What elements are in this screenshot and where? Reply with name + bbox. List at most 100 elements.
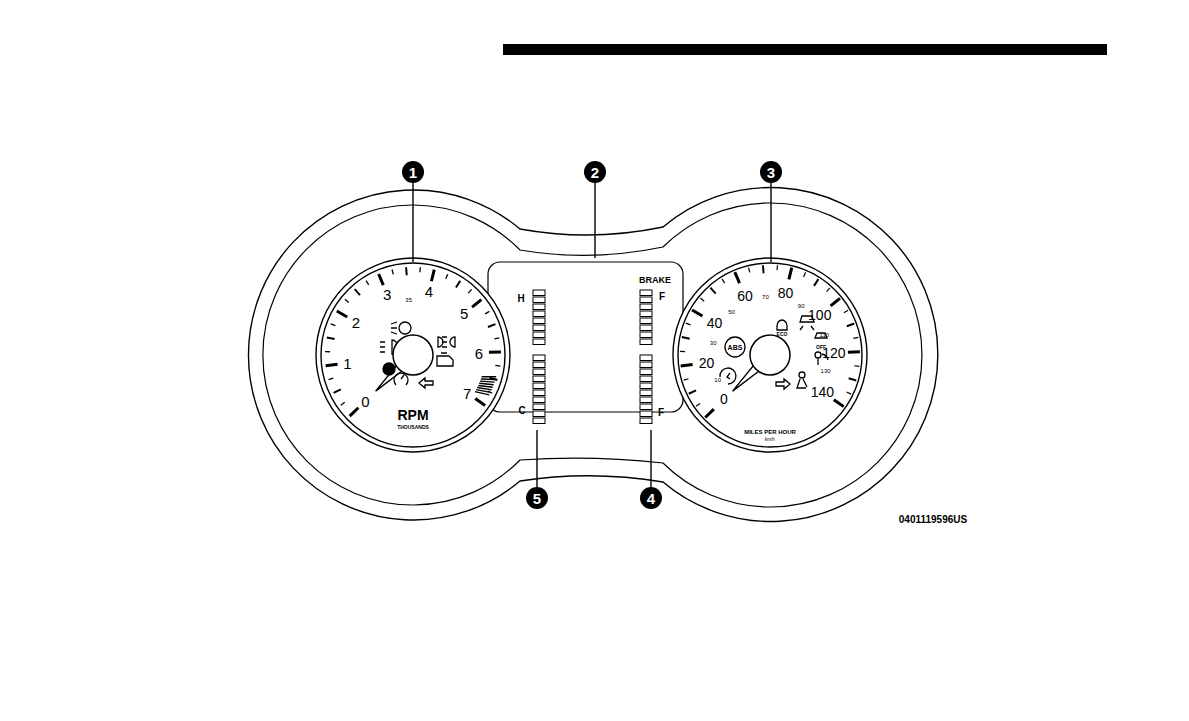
abs-icon-text: ABS [728, 344, 743, 351]
callout-number: 1 [409, 165, 417, 180]
bar-segment [640, 318, 652, 324]
gauge-ticks [325, 265, 860, 417]
temp-mark: C [518, 406, 525, 416]
bar-segment [533, 418, 545, 424]
center-display [488, 262, 683, 412]
tach-tick [327, 337, 335, 339]
speed-tick [749, 268, 750, 273]
tach-tick [392, 270, 393, 275]
bar-segment [533, 304, 545, 310]
tach-tick [334, 389, 341, 392]
speed-tick [854, 365, 859, 367]
bar-segment [533, 325, 545, 331]
redline-hatch [480, 380, 495, 382]
bar-segment [640, 355, 652, 361]
figure-code: 0401119596US [899, 515, 967, 525]
tach-tick [325, 351, 330, 352]
bar-segment [533, 311, 545, 317]
bar-segment [640, 325, 652, 331]
tach-number: 1 [343, 356, 351, 371]
speed-number: 0 [720, 392, 728, 406]
speed-tick [847, 392, 852, 394]
fuel-mark: F [658, 408, 664, 418]
speed-number: 100 [808, 308, 831, 322]
callout-number: 2 [591, 165, 599, 180]
speed-tick [696, 403, 700, 406]
bar-segment [640, 332, 652, 338]
bar-segment [533, 390, 545, 396]
kmh-number: 10 [714, 377, 721, 383]
eco-icon-text: ECO [777, 332, 788, 337]
gauge-unit: THOUSANDS [397, 425, 429, 430]
bezel-outline [263, 203, 922, 507]
tach-tick [468, 289, 471, 293]
bar-segment [640, 339, 652, 345]
bar-segment [640, 404, 652, 410]
speed-tick [680, 351, 685, 352]
kmh-number: 130 [821, 368, 831, 374]
tach-number: 5 [460, 306, 468, 321]
fuel-mark: F [659, 292, 665, 302]
tach-number: 0 [361, 393, 369, 408]
kmh-number: 50 [728, 309, 735, 315]
bar-segment [533, 411, 545, 417]
redline-hatch [478, 385, 492, 387]
tach-tick [489, 350, 501, 353]
bar-segment [533, 362, 545, 368]
speed-tick [681, 365, 693, 366]
tach-tick [329, 378, 334, 379]
speed-tick [827, 288, 830, 292]
tach-tick [456, 281, 460, 288]
bar-segment [640, 383, 652, 389]
tach-number: 2 [352, 315, 360, 330]
tach-tick [494, 337, 499, 339]
leader-lines [413, 183, 771, 487]
tach-tick [341, 402, 345, 405]
tach-tick [495, 365, 500, 367]
tach-number: 4 [425, 283, 433, 298]
off-icon-text: OFF [816, 345, 826, 350]
bar-segment [640, 297, 652, 303]
speed-tick [804, 272, 806, 277]
bar-segment [533, 404, 545, 410]
speed-tick [705, 409, 714, 417]
speed-tick [762, 265, 765, 273]
tach-tick [366, 281, 369, 285]
redline-hatch [482, 376, 497, 377]
kmh-number: 30 [710, 340, 717, 346]
speed-number: 140 [811, 385, 834, 399]
temp-mark: H [517, 294, 524, 304]
tach-number: 3 [383, 287, 391, 302]
redline-hatch [479, 383, 494, 384]
bar-segment [640, 311, 652, 317]
tach-tick [475, 399, 485, 406]
tach-tick [355, 289, 360, 295]
speed-tick [844, 310, 848, 312]
tach-tick [485, 311, 489, 313]
tach-tick [379, 274, 384, 285]
tach-number: 6 [475, 345, 483, 360]
redline-hatch [481, 378, 496, 380]
speed-tick [735, 272, 740, 283]
bar-segment [533, 355, 545, 361]
speed-tick [710, 288, 715, 294]
bar-segment [533, 318, 545, 324]
callout-circles [402, 161, 782, 509]
bar-segment [533, 376, 545, 382]
speed-tick [831, 298, 840, 306]
bar-segment [640, 397, 652, 403]
speed-tick [722, 279, 725, 283]
warning-icons [380, 316, 828, 389]
bar-segment [533, 397, 545, 403]
brake-warning: BRAKE [639, 276, 671, 285]
gauge-unit: MILES PER HOUR [744, 429, 796, 435]
bar-segment [640, 411, 652, 417]
bar-segment [640, 418, 652, 424]
speed-tick [776, 265, 778, 270]
speed-tick [834, 400, 844, 407]
callout-number: 5 [533, 491, 541, 506]
speed-tick [849, 378, 857, 380]
speed-tick [848, 350, 860, 353]
